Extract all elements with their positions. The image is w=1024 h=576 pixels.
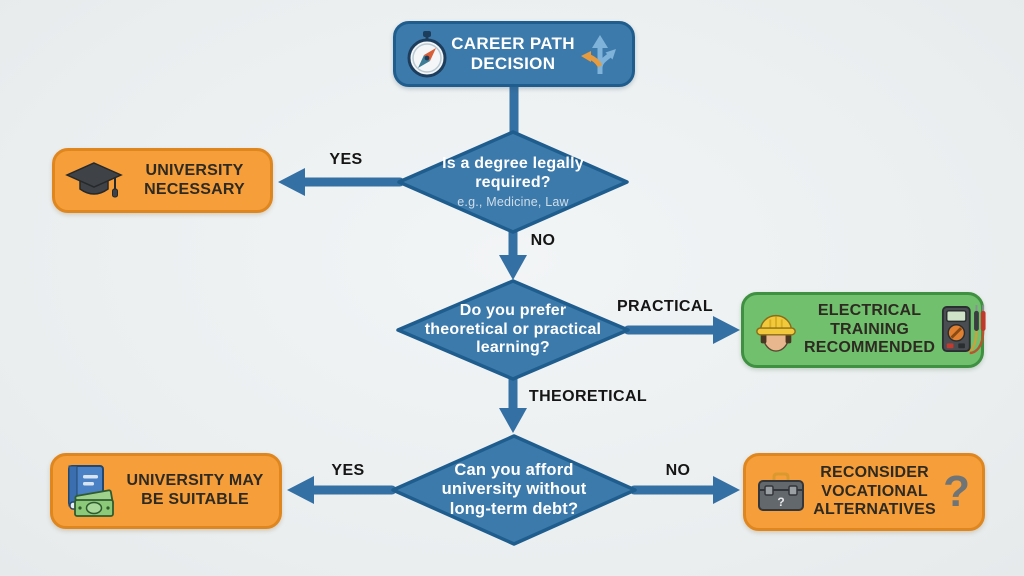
arrowhead-decision2-practical (713, 316, 740, 344)
decision-degree-hint: e.g., Medicine, Law (457, 195, 569, 210)
edge-label-afford-yes: YES (331, 462, 365, 479)
branching-arrows-icon (577, 32, 623, 76)
compass-icon (405, 30, 449, 78)
multimeter-icon (941, 303, 987, 357)
arrowhead-decision3-no (713, 476, 740, 504)
outcome-reconsider-vocational: ? RECONSIDER VOCATIONAL ALTERNATIVES ? (743, 453, 985, 531)
decision-afford-university: Can you afford university without long-t… (389, 433, 639, 547)
edge-label-degree-yes: YES (329, 151, 363, 168)
outcome-university-suitable: UNIVERSITY MAY BE SUITABLE (50, 453, 282, 529)
graduation-cap-icon (65, 160, 123, 202)
toolbox-icon: ? (756, 470, 806, 514)
diamond-shape (396, 279, 630, 381)
arrowhead-decision3-yes (287, 476, 314, 504)
outcome-label: UNIVERSITY NECESSARY (144, 161, 245, 198)
edge-label-practical: PRACTICAL (616, 298, 714, 315)
diamond-shape (391, 434, 637, 546)
construction-worker-icon (754, 305, 798, 355)
diamond-shape (397, 130, 629, 234)
edge-label-degree-no: NO (530, 232, 556, 249)
outcome-university-necessary: UNIVERSITY NECESSARY (52, 148, 273, 213)
arrowhead-decision2-theoretical (499, 408, 527, 433)
start-node-label: CAREER PATH DECISION (451, 34, 575, 73)
outcome-label: RECONSIDER VOCATIONAL ALTERNATIVES (813, 463, 936, 519)
edge-label-theoretical: THEORETICAL (528, 388, 648, 405)
edge-label-afford-no: NO (665, 462, 691, 479)
arrowhead-decision1-yes (278, 168, 305, 196)
big-question-mark: ? (943, 467, 970, 516)
decision-degree-required: Is a degree legally required? e.g., Medi… (395, 129, 631, 235)
outcome-label: UNIVERSITY MAY BE SUITABLE (126, 472, 264, 508)
arrowhead-decision1-no (499, 255, 527, 280)
decision-afford-question: Can you afford university without long-t… (441, 460, 587, 518)
book-and-money-icon (63, 464, 115, 518)
outcome-label: ELECTRICAL TRAINING RECOMMENDED (804, 301, 936, 357)
decision-learning-question: Do you prefer theoretical or practical l… (424, 301, 602, 357)
decision-degree-question: Is a degree legally required? (442, 154, 584, 191)
toolbox-question-mark: ? (777, 495, 784, 509)
decision-learning-preference: Do you prefer theoretical or practical l… (394, 278, 632, 382)
node-career-path-decision: CAREER PATH DECISION (393, 21, 635, 87)
outcome-electrical-training: ELECTRICAL TRAINING RECOMMENDED (741, 292, 987, 368)
